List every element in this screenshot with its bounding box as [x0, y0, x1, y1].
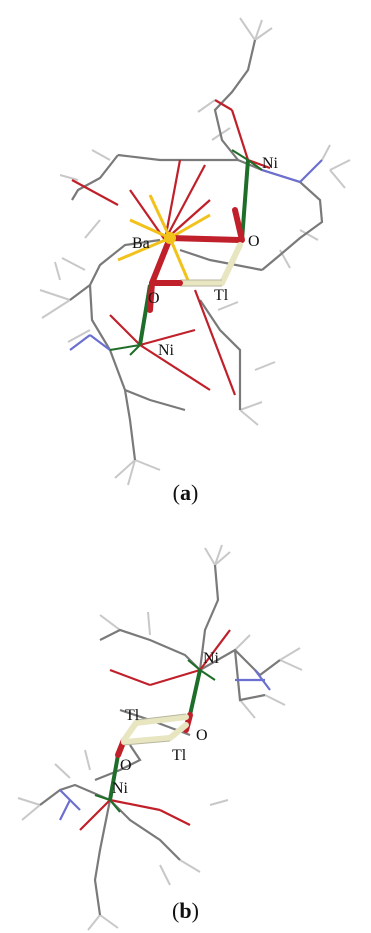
nickel-bonds-b [108, 669, 202, 801]
barium-atom-a [164, 232, 176, 244]
atom-label-ba-a: Ba [132, 235, 150, 252]
caption-b: (b) [0, 898, 371, 924]
atom-label-o-left-b: O [120, 757, 132, 774]
thallium-bonds-b [121, 714, 189, 745]
structure-b: Ni Tl O O Tl Ni [17, 544, 303, 931]
caption-a: (a) [0, 480, 371, 506]
atom-label-o-right-a: O [248, 233, 260, 250]
caption-b-close: ) [191, 898, 199, 923]
core-oxygen-a [147, 207, 245, 313]
hydrogen-bonds-a [39, 17, 351, 486]
atom-label-o-left-a: O [148, 290, 160, 307]
atom-label-tl-bottom-b: Tl [172, 747, 187, 764]
carbon-bonds-a [69, 39, 324, 461]
atom-label-tl-top-b: Tl [125, 707, 140, 724]
structure-a: Ni Ba O Tl O Ni [39, 17, 351, 486]
oxygen-bonds-b [79, 629, 231, 831]
nitrogen-bonds-a [69, 159, 323, 351]
atom-label-ni-top-a: Ni [262, 155, 279, 172]
atom-label-ni-top-b: Ni [203, 650, 220, 667]
thallium-bonds-a [177, 242, 243, 286]
caption-b-open: ( [172, 898, 180, 923]
panel-b: Ni Tl O O Tl Ni (b) [0, 520, 371, 933]
atom-label-o-right-b: O [196, 727, 208, 744]
caption-b-letter: b [179, 898, 192, 923]
hydrogen-bonds-b [17, 544, 303, 931]
caption-a-letter: a [180, 480, 191, 505]
caption-a-open: ( [172, 480, 180, 505]
atom-label-tl-a: Tl [214, 287, 229, 304]
oxygen-bonds-a [71, 99, 271, 396]
panel-a: Ni Ba O Tl O Ni (a) [0, 17, 371, 506]
atom-label-ni-bottom-b: Ni [112, 780, 129, 797]
caption-a-close: ) [191, 480, 199, 505]
nitrogen-bonds-b [59, 669, 271, 821]
atom-label-ni-bottom-a: Ni [158, 342, 175, 359]
